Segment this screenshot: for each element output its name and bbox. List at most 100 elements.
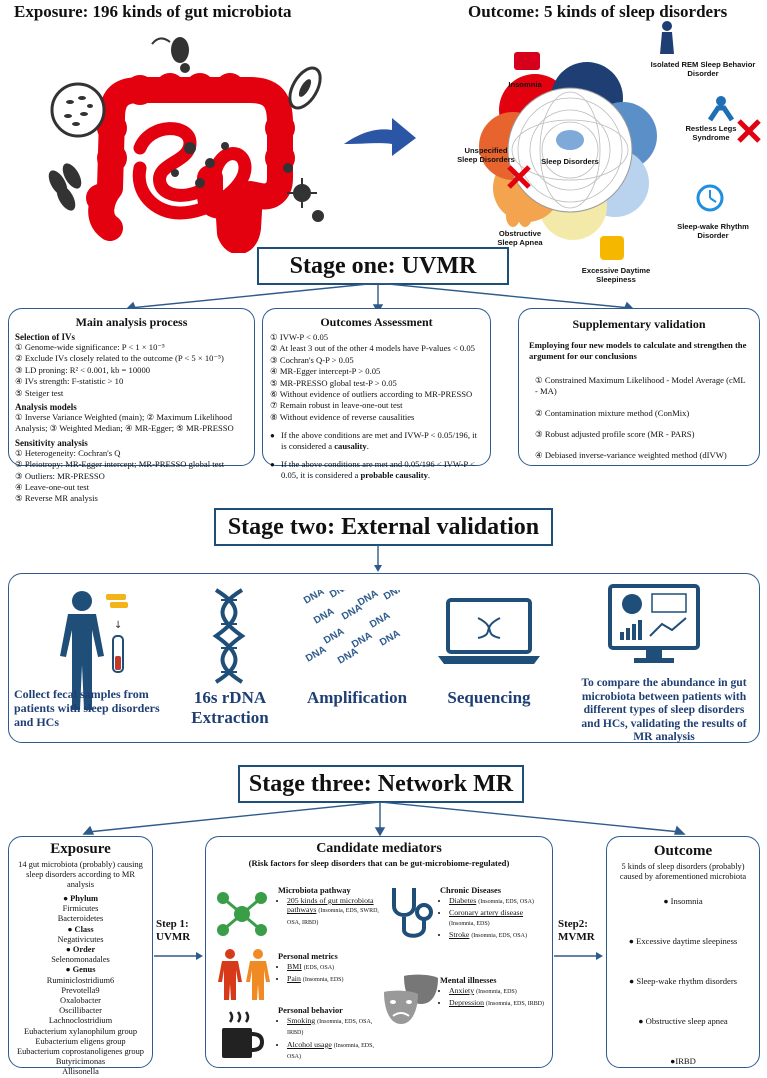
outcome-criterion: ④ MR-Egger intercept-P > 0.05 — [270, 366, 381, 377]
stage-two-title: Stage two: External validation — [214, 508, 553, 546]
rbd-icon — [654, 20, 680, 56]
small-intestine-coils — [132, 122, 252, 220]
dna-glyph: DNA — [328, 590, 352, 601]
exposure-to-outcome-arrow — [344, 118, 416, 156]
personal-metrics-list: BMI (EDS, OSA) Pain (Insomnia, EDS) — [278, 962, 378, 986]
disease-stroke: Stroke (Insomnia, EDS, OSA) — [449, 930, 548, 941]
chronic-diseases-list: Diabetes (Insomnia, EDS, OSA) Coronary a… — [440, 896, 548, 942]
mental-illnesses-list: Anxiety (Insomnia, EDS) Depression (Inso… — [440, 986, 546, 1010]
insomnia-label: Insomnia — [508, 80, 542, 89]
stage-one-title: Stage one: UVMR — [257, 247, 509, 285]
taxon: Eubacterium coprostanoligenes group — [17, 1047, 144, 1057]
dna-glyph: DNA — [302, 590, 326, 607]
outcome-criterion: ① IVW-P < 0.05 — [270, 332, 329, 342]
taxon-rank: ● Phylum — [62, 894, 99, 903]
rls-label: Restless Legs Syndrome — [685, 124, 737, 142]
behavior-smoking: Smoking (Insomnia, EDS, OSA, IRBD) — [287, 1016, 374, 1039]
supp-item: ③ Robust adjusted profile score (MR - PA… — [535, 429, 695, 440]
outcome-item: ● Insomnia — [663, 896, 703, 906]
mental-illnesses-block: Mental illnesses Anxiety (Insomnia, EDS)… — [440, 976, 546, 1011]
dna-glyph: DNA — [378, 628, 402, 648]
taxa-list: ● Phylum Firmicutes Bacteroidetes ● Clas… — [9, 894, 152, 1078]
step2-label: Step2: MVMR — [558, 918, 595, 943]
main-analysis-title: Main analysis process — [75, 315, 188, 329]
mediators-title: Candidate mediators — [316, 841, 442, 856]
svg-text:?: ? — [493, 117, 499, 129]
probable-causality-rule: If the above conditions are met and 0.05… — [270, 459, 483, 481]
chronic-diseases-title: Chronic Diseases — [440, 886, 502, 895]
outcome-item: ● Sleep-wake rhythm disorders — [628, 976, 738, 986]
sequencing-caption: Sequencing — [447, 688, 531, 707]
unspecified-cross-icon — [506, 164, 532, 190]
disease-diabetes: Diabetes (Insomnia, EDS, OSA) — [449, 896, 548, 907]
outcome-list: ● Insomnia ● Excessive daytime sleepines… — [607, 896, 759, 1066]
ivs-item: ① Genome-wide significance: P < 1 × 10⁻⁵ — [15, 342, 165, 352]
osa-label: Obstructive Sleep Apnea — [497, 229, 543, 247]
sample-tube-icon: ↓ — [106, 594, 128, 673]
outcome-panel: Outcome 5 kinds of sleep disorders (prob… — [606, 836, 760, 1068]
exposure-panel: Exposure 14 gut microbiota (probably) ca… — [8, 836, 153, 1076]
analysis-monitor-icon — [608, 584, 700, 663]
compare-caption: To compare the abundance in gut microbio… — [581, 676, 747, 744]
sens-heading: Sensitivity analysis — [15, 437, 88, 448]
step2-arrow — [554, 952, 603, 960]
exposure-title: Exposure: 196 kinds of gut microbiota — [14, 2, 292, 21]
personal-metrics-block: Personal metrics BMI (EDS, OSA) Pain (In… — [278, 952, 378, 987]
models-text: ① Inverse Variance Weighted (main); ② Ma… — [15, 412, 234, 434]
intestine-illustration — [48, 37, 324, 253]
illness-anxiety: Anxiety (Insomnia, EDS) — [449, 986, 546, 997]
sleep-disorders-center-label: Sleep Disorders — [541, 157, 599, 166]
outcome-item: ● Excessive daytime sleepiness — [628, 936, 738, 946]
main-analysis-panel: Main analysis process Selection of IVs ①… — [8, 308, 255, 503]
outcome-title: Outcome: 5 kinds of sleep disorders — [468, 2, 728, 21]
stage-three-title: Stage three: Network MR — [238, 765, 524, 803]
disease-cad: Coronary artery disease (Insomnia, EDS) — [449, 908, 548, 929]
capsule-bacteria-icon — [288, 66, 322, 110]
intestine-bumps — [86, 73, 295, 212]
ivs-list: ① Genome-wide significance: P < 1 × 10⁻⁵… — [15, 342, 248, 399]
step1-label: Step 1: UVMR — [156, 918, 191, 943]
taxon: Lachnoclostridium — [48, 1016, 113, 1026]
dna-glyph: DNA — [322, 626, 346, 646]
taxon: Eubacterium eligens group — [35, 1036, 126, 1046]
taxon: Ruminiclostridium6 — [46, 975, 115, 985]
dna-helix-icon — [212, 588, 246, 684]
stage-three-connectors — [82, 802, 686, 837]
supp-item: ② Contamination mixture method (ConMix) — [535, 407, 690, 418]
microbiota-pathway-block: Microbiota pathway 205 kinds of gut micr… — [278, 886, 380, 929]
body-metrics-icon — [218, 949, 270, 1000]
taxon-rank: ● Order — [65, 945, 96, 955]
exposure-panel-desc: 14 gut microbiota (probably) causing sle… — [18, 860, 143, 889]
sens-item: ⑤ Reverse MR analysis — [15, 493, 98, 504]
outcome-criterion: ⑧ Without evidence of reverse causalitie… — [270, 411, 415, 422]
personal-metrics-title: Personal metrics — [278, 952, 338, 961]
causality-term: causality — [334, 441, 367, 452]
outcome-item: ● Obstructive sleep apnea — [638, 1016, 728, 1026]
outcomes-title: Outcomes Assessment — [320, 315, 433, 329]
unspecified-icon: ? — [484, 116, 508, 138]
collect-samples-caption: Collect fecal samples from patients with… — [14, 687, 160, 729]
outcome-criterion: ⑤ MR-PRESSO global test-P > 0.05 — [270, 377, 397, 388]
illness-depression: Depression (Insomnia, EDS, IRBD) — [449, 998, 546, 1009]
stage-two-connector — [374, 545, 382, 572]
supplementary-title: Supplementary validation — [572, 317, 706, 331]
sens-item: ① Heterogeneity: Cochran's Q — [15, 447, 121, 458]
ivs-item: ④ IVs strength: F-statistic > 10 — [15, 376, 124, 387]
taxon: Negativicutes — [57, 934, 104, 944]
personal-behavior-list: Smoking (Insomnia, EDS, OSA, IRBD) Alcoh… — [278, 1016, 374, 1063]
unspecified-label: Unspecified Sleep Disorders — [457, 146, 515, 164]
personal-behavior-title: Personal behavior — [278, 1006, 343, 1015]
eds-icon — [600, 236, 624, 260]
exposure-panel-title: Exposure — [50, 841, 111, 857]
flower-lattice — [511, 91, 629, 209]
petri-dish-icon — [50, 82, 106, 138]
dna-glyph: DNA — [312, 606, 336, 626]
chronic-diseases-block: Chronic Diseases Diabetes (Insomnia, EDS… — [440, 886, 548, 943]
rbd-label: Isolated REM Sleep Behavior Disorder — [650, 60, 756, 78]
mental-illnesses-title: Mental illnesses — [440, 976, 497, 985]
outcome-panel-desc: 5 kinds of sleep disorders (probably) ca… — [619, 862, 747, 881]
taxon: Prevotella9 — [61, 985, 100, 995]
models-heading: Analysis models — [15, 402, 77, 413]
bacteria-cluster — [171, 142, 229, 188]
dna-glyph: DNA — [382, 590, 406, 603]
